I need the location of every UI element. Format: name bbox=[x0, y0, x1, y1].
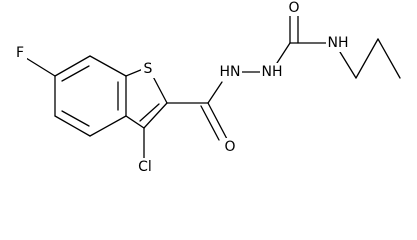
chlorine-label: Cl bbox=[138, 159, 152, 175]
bond-c2-c3-inner bbox=[139, 103, 160, 122]
bond-carbonyl-o bbox=[207, 102, 228, 140]
bond-butyl-2 bbox=[377, 38, 401, 79]
bond-c5-c4-inner bbox=[61, 110, 90, 127]
urea-oxygen-label: O bbox=[288, 0, 299, 16]
fluorine-label: F bbox=[16, 45, 24, 61]
bond-c7-c6-inner bbox=[61, 65, 90, 82]
bond-c5-c4 bbox=[54, 115, 91, 137]
amide-nh-label: NH bbox=[328, 35, 349, 51]
hydrazine-nh-label-1: HN bbox=[220, 64, 241, 80]
bond-nh-butyl bbox=[339, 51, 357, 79]
chemical-structure-diagram: F S Cl O HN NH O NH bbox=[14, 0, 401, 176]
sulfur-label: S bbox=[144, 61, 153, 77]
bond-c6-f bbox=[25, 57, 56, 77]
bond-c2-c3 bbox=[143, 102, 168, 129]
bond-c7-c6 bbox=[54, 55, 91, 77]
atom-labels: F S Cl O HN NH O NH bbox=[14, 0, 350, 176]
bond-c3-c3a bbox=[125, 115, 145, 129]
bond-butyl-1 bbox=[355, 38, 379, 79]
bond-carbonyl-o-inner bbox=[200, 105, 220, 141]
hydrazine-nh-label-2: NH bbox=[262, 64, 283, 80]
bond-carbonyl-nh bbox=[207, 81, 223, 104]
carbonyl-oxygen-label: O bbox=[224, 139, 235, 155]
bond-c7a-c7 bbox=[89, 55, 127, 77]
bond-c4-c3a bbox=[89, 115, 127, 137]
bond-nh-urea bbox=[276, 42, 291, 64]
